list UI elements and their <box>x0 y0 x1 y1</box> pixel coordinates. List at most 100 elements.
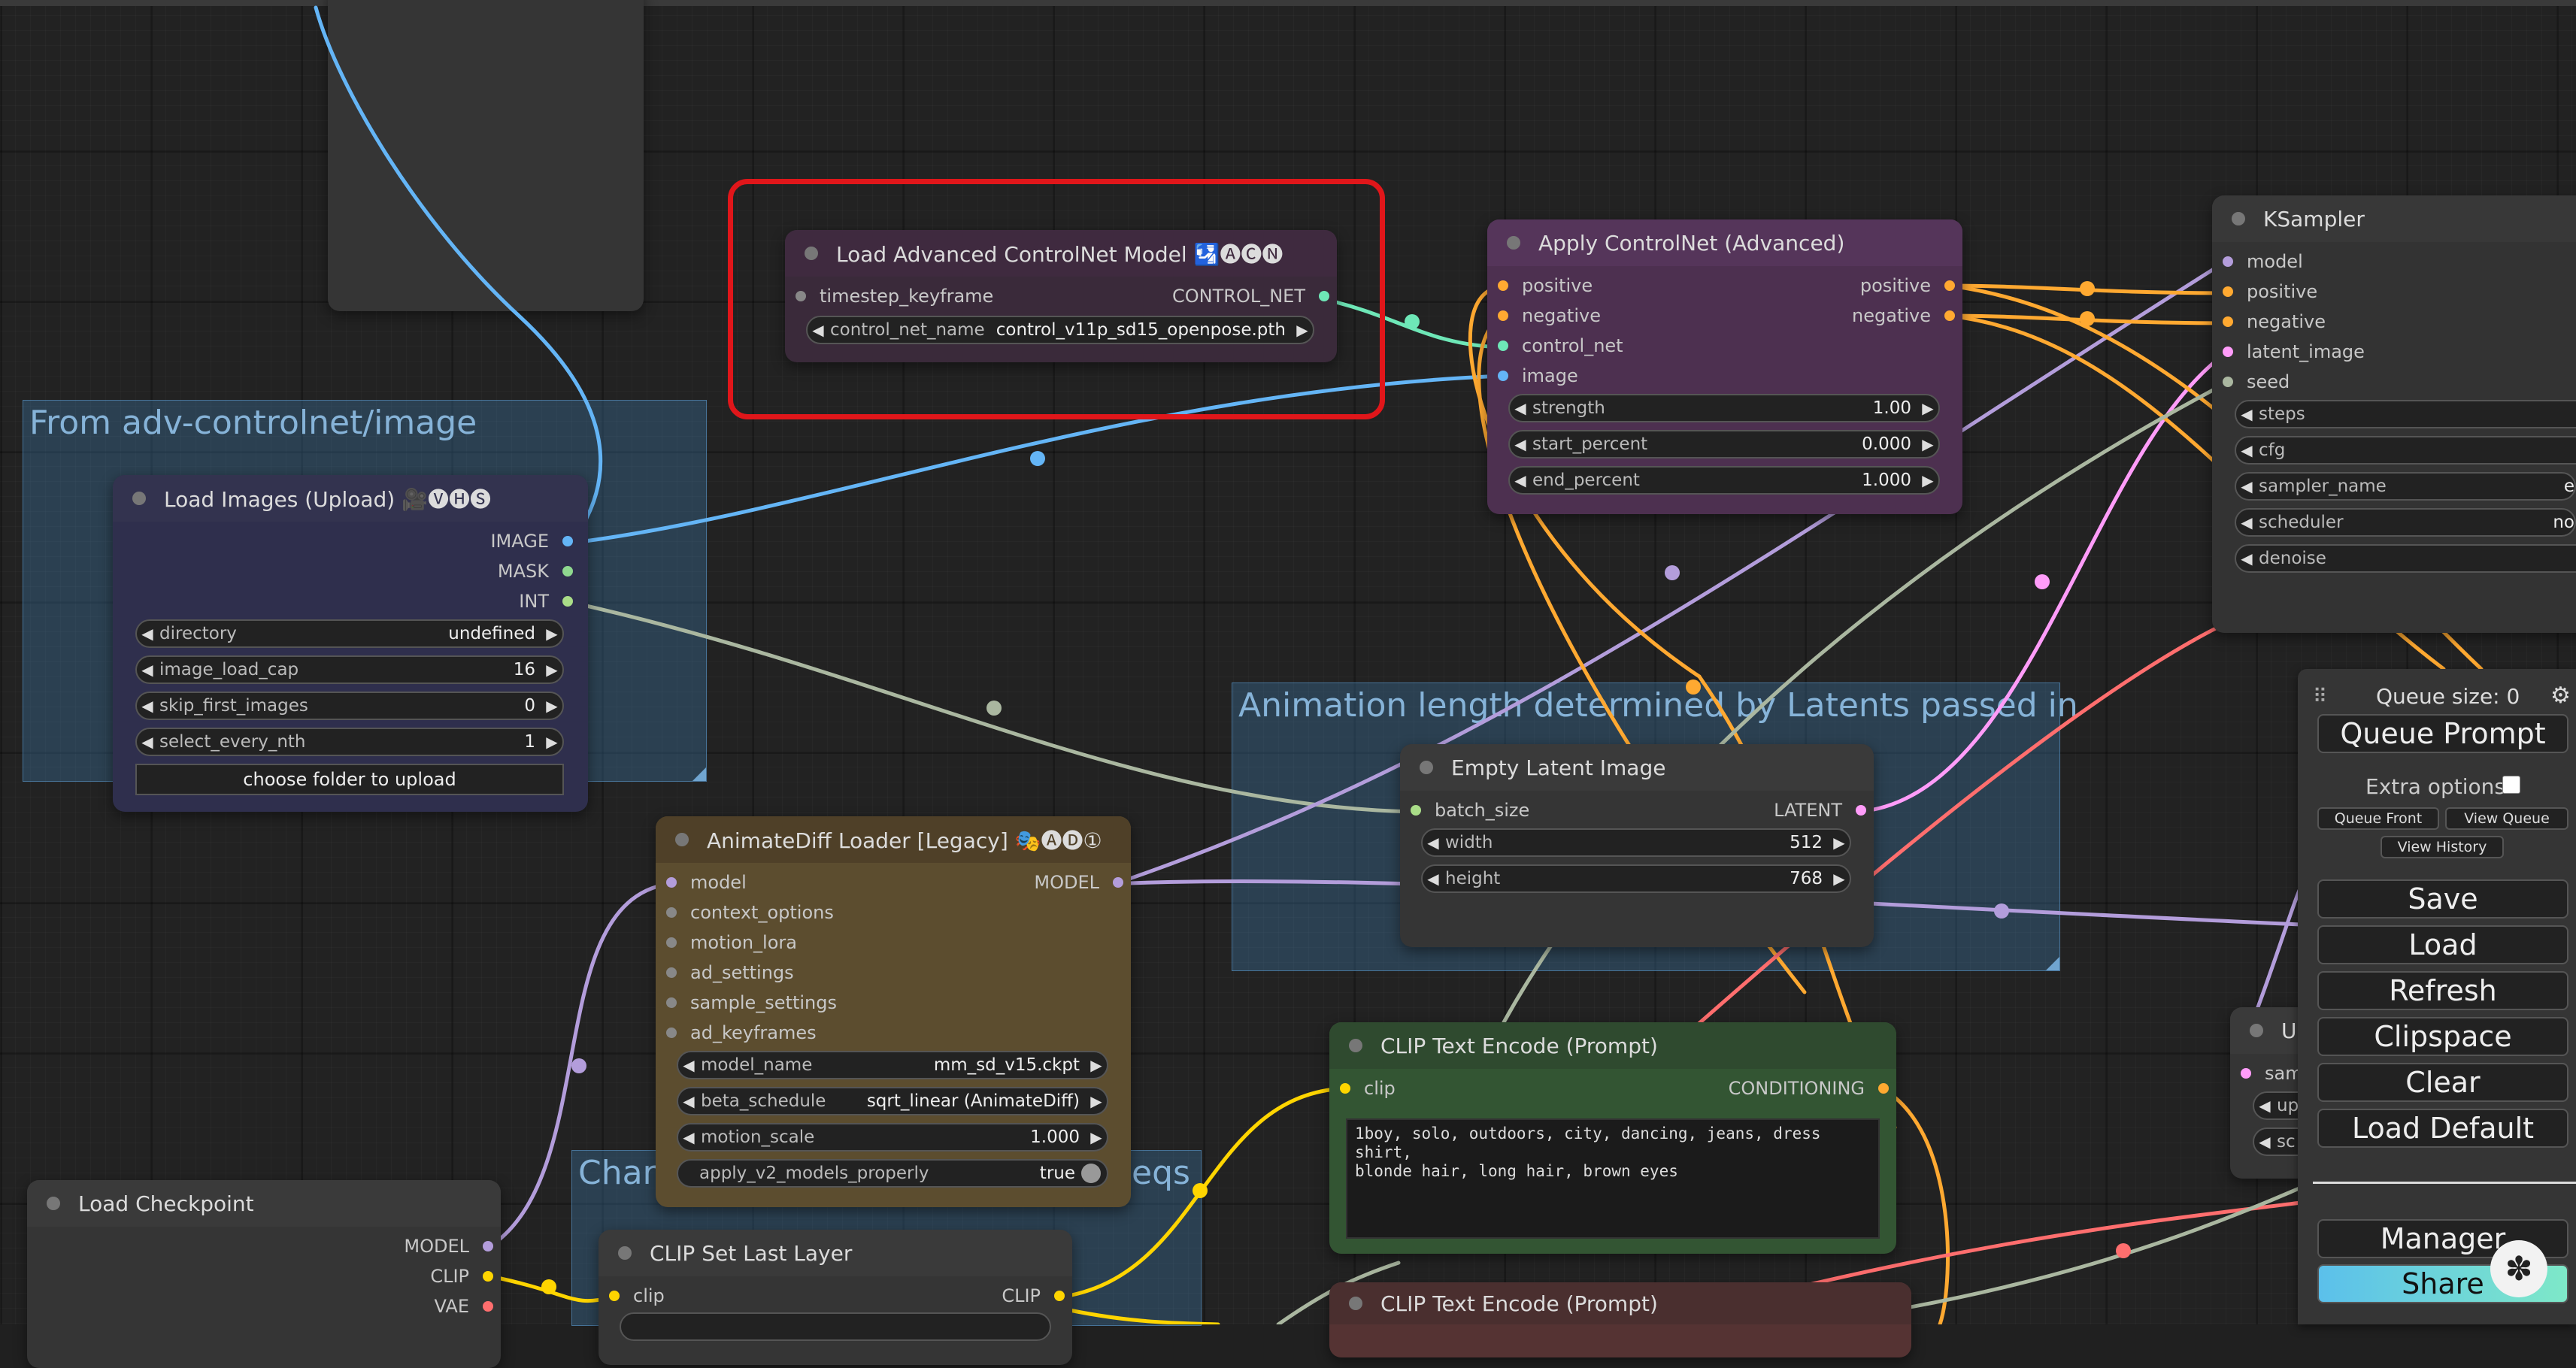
arrow-right-icon[interactable]: ▶ <box>1090 1056 1102 1074</box>
node-animatediff-loader[interactable]: AnimateDiff Loader [Legacy] 🎭🅐🅓① model c… <box>656 816 1131 1207</box>
slot-dot[interactable] <box>1498 310 1508 321</box>
slot-dot[interactable] <box>609 1291 620 1301</box>
arrow-left-icon[interactable]: ◀ <box>1427 870 1439 888</box>
save-button[interactable]: Save <box>2317 879 2568 919</box>
slot-dot[interactable] <box>483 1301 493 1312</box>
arrow-right-icon[interactable]: ▶ <box>546 733 558 751</box>
collapse-dot[interactable] <box>618 1246 632 1260</box>
slot-dot[interactable] <box>666 997 677 1008</box>
node-empty-latent-image[interactable]: Empty Latent Image batch_size LATENT ◀wi… <box>1400 744 1874 947</box>
output-clip[interactable]: CLIP <box>1002 1285 1065 1306</box>
slot-dot[interactable] <box>666 937 677 948</box>
arrow-right-icon[interactable]: ▶ <box>546 625 558 643</box>
output-int[interactable]: INT <box>519 591 573 612</box>
arrow-left-icon[interactable]: ◀ <box>141 625 153 643</box>
output-mask[interactable]: MASK <box>498 561 573 582</box>
node-title-bar[interactable]: Load Images (Upload) 🎥🅥🅗🅢 <box>113 475 588 522</box>
node-load-advanced-controlnet[interactable]: Load Advanced ControlNet Model 🛂🅐🅒🅝 time… <box>785 230 1337 362</box>
arrow-left-icon[interactable]: ◀ <box>2259 1097 2271 1115</box>
gear-icon[interactable]: ⚙ <box>2550 682 2571 709</box>
input-negative[interactable]: negative <box>1498 305 1601 326</box>
collapse-dot[interactable] <box>1349 1297 1362 1310</box>
input-context-options[interactable]: context_options <box>666 902 834 923</box>
slot-dot[interactable] <box>1856 805 1866 816</box>
node-title-bar[interactable]: AnimateDiff Loader [Legacy] 🎭🅐🅓① <box>656 816 1131 863</box>
input-ad-keyframes[interactable]: ad_keyframes <box>666 1022 817 1043</box>
slot-dot[interactable] <box>2223 377 2233 387</box>
output-vae[interactable]: VAE <box>435 1296 493 1317</box>
slot-dot[interactable] <box>666 877 677 888</box>
load-button[interactable]: Load <box>2317 925 2568 964</box>
widget-steps[interactable]: ◀steps <box>2235 400 2576 428</box>
arrow-left-icon[interactable]: ◀ <box>141 661 153 679</box>
output-image[interactable]: IMAGE <box>490 531 573 552</box>
node-apply-controlnet-advanced[interactable]: Apply ControlNet (Advanced) positive neg… <box>1487 219 1962 514</box>
node-title-bar[interactable]: CLIP Text Encode (Prompt) <box>1329 1282 1911 1324</box>
slot-dot[interactable] <box>1113 877 1123 888</box>
arrow-left-icon[interactable]: ◀ <box>2241 477 2253 495</box>
arrow-right-icon[interactable]: ▶ <box>1090 1128 1102 1146</box>
input-model[interactable]: model <box>2223 251 2303 272</box>
output-negative[interactable]: negative <box>1852 305 1955 326</box>
widget-control-net-name[interactable]: ◀ control_net_name control_v11p_sd15_ope… <box>806 316 1314 344</box>
arrow-left-icon[interactable]: ◀ <box>1514 435 1526 453</box>
openai-logo-icon[interactable]: ✽ <box>2490 1240 2547 1297</box>
slot-dot[interactable] <box>483 1241 493 1251</box>
arrow-left-icon[interactable]: ◀ <box>2241 405 2253 423</box>
input-control-net[interactable]: control_net <box>1498 335 1623 356</box>
arrow-left-icon[interactable]: ◀ <box>141 697 153 715</box>
slot-dot[interactable] <box>666 967 677 978</box>
output-model[interactable]: MODEL <box>1034 872 1123 893</box>
node-title-bar[interactable]: Load Checkpoint <box>27 1180 501 1227</box>
arrow-left-icon[interactable]: ◀ <box>2241 513 2253 531</box>
upload-folder-button[interactable]: choose folder to upload <box>135 764 564 795</box>
input-sample-settings[interactable]: sample_settings <box>666 992 837 1013</box>
widget-apply-v2-toggle[interactable]: apply_v2_models_properly true <box>677 1159 1108 1188</box>
queue-panel[interactable]: ⠿ Queue size: 0 ⚙ Queue Prompt Extra opt… <box>2298 669 2576 1324</box>
arrow-right-icon[interactable]: ▶ <box>1296 321 1308 339</box>
node-title-bar[interactable]: Apply ControlNet (Advanced) <box>1487 219 1962 266</box>
output-latent[interactable]: LATENT <box>1774 800 1866 821</box>
node-clip-text-encode-negative[interactable]: CLIP Text Encode (Prompt) <box>1329 1282 1911 1357</box>
group-resize-handle[interactable] <box>2046 957 2059 970</box>
node-clip-set-last-layer[interactable]: CLIP Set Last Layer clip CLIP <box>599 1230 1072 1365</box>
clipspace-button[interactable]: Clipspace <box>2317 1017 2568 1056</box>
collapse-dot[interactable] <box>1507 236 1520 250</box>
slot-dot[interactable] <box>1054 1291 1065 1301</box>
input-latent-image[interactable]: latent_image <box>2223 341 2365 362</box>
arrow-right-icon[interactable]: ▶ <box>546 697 558 715</box>
slot-dot[interactable] <box>666 907 677 918</box>
arrow-right-icon[interactable]: ▶ <box>1922 435 1934 453</box>
prompt-textarea[interactable]: 1boy, solo, outdoors, city, dancing, jea… <box>1346 1118 1880 1239</box>
slot-dot[interactable] <box>2223 286 2233 297</box>
arrow-left-icon[interactable]: ◀ <box>812 321 824 339</box>
arrow-left-icon[interactable]: ◀ <box>141 733 153 751</box>
arrow-left-icon[interactable]: ◀ <box>683 1092 695 1110</box>
arrow-right-icon[interactable]: ▶ <box>1090 1092 1102 1110</box>
output-positive[interactable]: positive <box>1860 275 1955 296</box>
clear-button[interactable]: Clear <box>2317 1063 2568 1102</box>
arrow-right-icon[interactable]: ▶ <box>546 661 558 679</box>
input-batch-size[interactable]: batch_size <box>1411 800 1529 821</box>
arrow-left-icon[interactable]: ◀ <box>1427 834 1439 852</box>
input-image[interactable]: image <box>1498 365 1578 386</box>
widget-stop-at-layer[interactable] <box>620 1312 1051 1341</box>
toggle-knob-icon[interactable] <box>1081 1164 1101 1183</box>
arrow-right-icon[interactable]: ▶ <box>1833 870 1845 888</box>
node-title-bar[interactable]: CLIP Set Last Layer <box>599 1230 1072 1276</box>
slot-dot[interactable] <box>1498 340 1508 351</box>
queue-front-button[interactable]: Queue Front <box>2317 807 2439 830</box>
collapse-dot[interactable] <box>47 1197 60 1210</box>
slot-dot[interactable] <box>1340 1083 1350 1094</box>
slot-dot[interactable] <box>1411 805 1421 816</box>
collapse-dot[interactable] <box>805 247 818 260</box>
arrow-left-icon[interactable]: ◀ <box>1514 399 1526 417</box>
input-model[interactable]: model <box>666 872 747 893</box>
